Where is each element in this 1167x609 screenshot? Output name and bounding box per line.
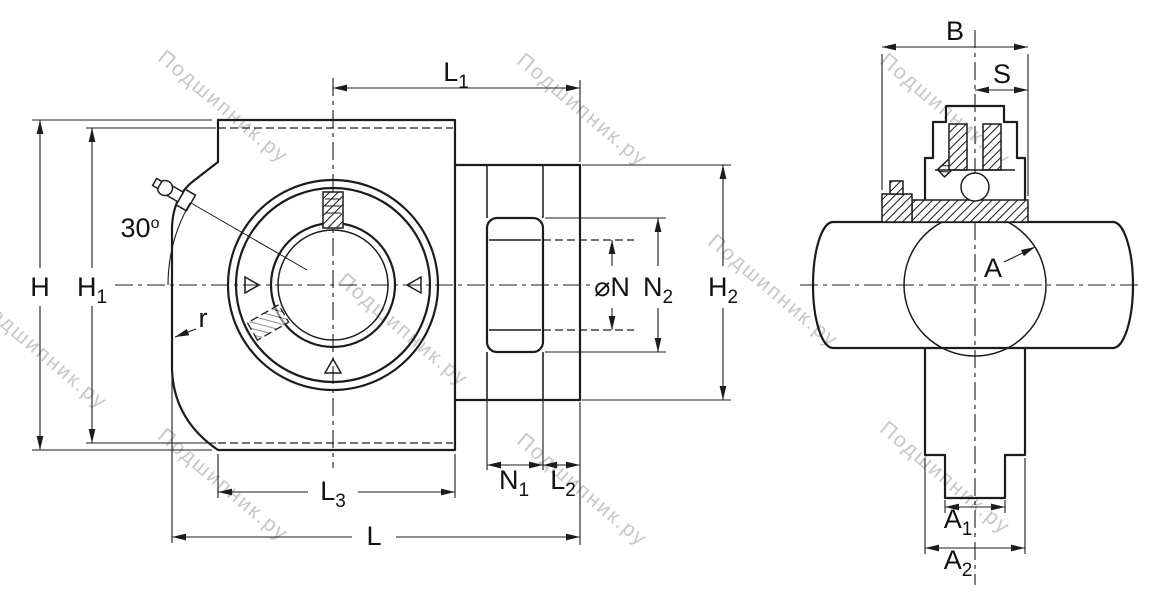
outer-ring-circle bbox=[234, 186, 432, 384]
centerlines bbox=[115, 78, 590, 468]
slot-lines bbox=[489, 239, 541, 331]
dimension-N2: N2 bbox=[545, 217, 673, 353]
dim-label-phiN: ⌀N bbox=[594, 272, 630, 302]
extension-line bbox=[881, 54, 1029, 196]
dimension-phiN: ⌀N bbox=[594, 240, 630, 330]
set-screw bbox=[322, 191, 344, 229]
dimension-A1: A1 bbox=[944, 500, 1006, 540]
housing-body bbox=[923, 104, 1027, 500]
dimension-H: H bbox=[30, 119, 212, 451]
grease-fitting-axis bbox=[180, 196, 308, 271]
label-A: A bbox=[984, 246, 1036, 283]
ball bbox=[960, 172, 990, 202]
extension-line bbox=[545, 217, 666, 353]
bearing-circles bbox=[226, 178, 440, 392]
set-screw-threads bbox=[325, 198, 341, 214]
dimension-B: B bbox=[881, 16, 1029, 196]
extension-line bbox=[924, 458, 1026, 554]
housing-lower-body bbox=[923, 346, 1027, 500]
guide-rail-outline bbox=[453, 163, 582, 402]
dim-label-H2: H2 bbox=[708, 272, 738, 308]
dim-label-H1: H1 bbox=[77, 272, 107, 308]
watermark-text: Подшипник.ру bbox=[0, 292, 112, 414]
dim-label-L2: L2 bbox=[550, 465, 576, 501]
dim-label-A1: A1 bbox=[944, 504, 973, 540]
dimension-L: L bbox=[171, 374, 580, 551]
dim-label-L1: L1 bbox=[443, 57, 469, 93]
watermark-text: Подшипник.ру bbox=[333, 269, 473, 391]
housing-bore-circle bbox=[226, 178, 440, 392]
radius-annotation: r bbox=[174, 303, 208, 338]
dimension-N1: N1 bbox=[486, 354, 544, 501]
set-screw-top bbox=[322, 191, 344, 229]
dimension-L2: L2 bbox=[543, 402, 581, 545]
extension-line bbox=[582, 164, 731, 401]
watermark-text: Подшипник.ру bbox=[153, 424, 293, 546]
ring-marker-bottom bbox=[323, 357, 343, 374]
watermark-text: Подшипник.ру bbox=[512, 429, 652, 551]
dim-label-N1: N1 bbox=[499, 465, 529, 501]
angle-annotation: 30o bbox=[121, 202, 191, 286]
grease-fitting-cap bbox=[151, 177, 163, 190]
dimension-A2: A2 bbox=[924, 458, 1026, 581]
angle-label: 30o bbox=[121, 213, 160, 243]
inner-ring-section bbox=[911, 199, 1029, 223]
A-leader bbox=[1003, 246, 1036, 263]
dim-label-S: S bbox=[993, 59, 1011, 89]
set-screw-collar bbox=[881, 193, 913, 223]
dim-label-A: A bbox=[984, 253, 1002, 283]
watermark-text: Подшипник.ру bbox=[512, 49, 652, 171]
shaft-right-end bbox=[1111, 220, 1135, 350]
housing-upper-boss bbox=[923, 104, 1027, 224]
hidden-slot-lines bbox=[543, 239, 634, 331]
radius-label: r bbox=[199, 303, 208, 333]
dim-label-L3: L3 bbox=[320, 476, 346, 512]
extension-line bbox=[486, 354, 544, 470]
hidden-set-screw bbox=[246, 303, 290, 342]
ring-marker-right bbox=[405, 275, 422, 295]
radius-leader bbox=[174, 328, 197, 338]
housing-body bbox=[170, 118, 457, 452]
housing-outline bbox=[170, 118, 634, 452]
dimension-H2: H2 bbox=[582, 164, 738, 401]
outer-ring-section-left bbox=[948, 123, 968, 171]
dim-label-H: H bbox=[30, 272, 50, 302]
dimension-L3: L3 bbox=[217, 454, 456, 512]
dimension-S: S bbox=[975, 59, 1028, 94]
side-view: B S A A1 A2 bbox=[800, 16, 1140, 585]
ring-marker-left bbox=[244, 275, 261, 295]
front-view: 30o r L1 H H1 ⌀N bbox=[30, 57, 738, 551]
dimension-H1: H1 bbox=[77, 127, 216, 444]
guide-rail-inner-walls bbox=[486, 165, 544, 400]
shaft-bore-circle bbox=[277, 229, 389, 341]
slide-block bbox=[485, 216, 545, 354]
angle-arc bbox=[167, 202, 191, 286]
watermark-text: Подшипник.ру bbox=[153, 46, 293, 168]
dim-label-N2: N2 bbox=[643, 272, 673, 308]
centerlines bbox=[800, 30, 1140, 585]
extension-line bbox=[32, 119, 212, 451]
outer-ring-section-right bbox=[982, 123, 1002, 171]
shaft-left-end bbox=[811, 220, 835, 350]
dim-label-L: L bbox=[366, 521, 381, 551]
bearing-section bbox=[881, 123, 1029, 223]
collar-set-screw bbox=[889, 180, 904, 195]
dim-label-A2: A2 bbox=[944, 545, 973, 581]
grease-fitting bbox=[151, 177, 308, 271]
extension-line bbox=[86, 127, 216, 444]
dim-label-B: B bbox=[946, 16, 964, 46]
set-screw-hidden bbox=[246, 303, 290, 342]
dimension-L1: L1 bbox=[333, 57, 581, 162]
